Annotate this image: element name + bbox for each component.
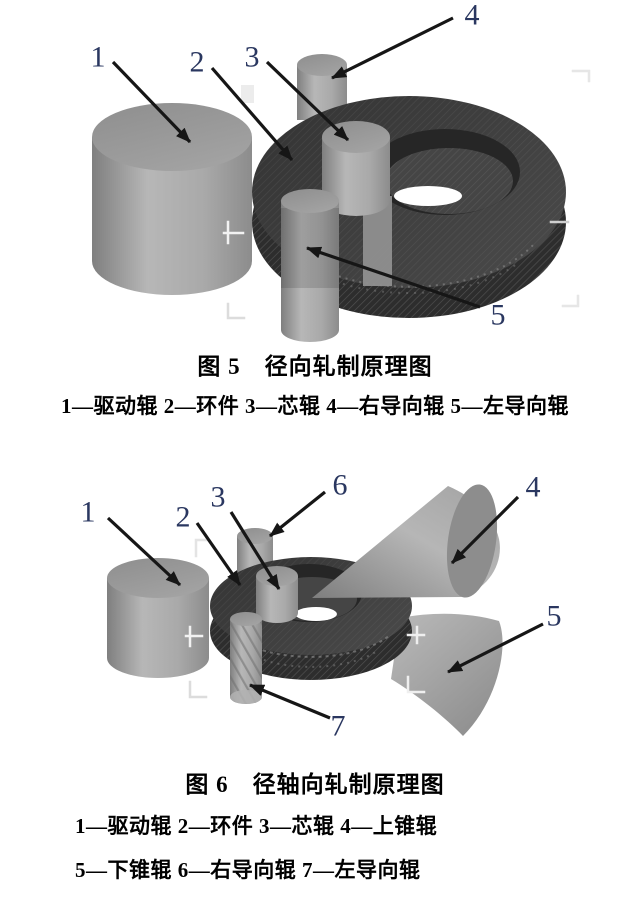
callout-arrow-1 [111, 60, 192, 144]
figure5-legend: 1—驱动辊 2—环件 3—芯辊 4—右导向辊 5—左导向辊 [61, 394, 569, 418]
ring-texture-arc [299, 262, 519, 295]
drive-roller [92, 103, 252, 295]
callout-label-4: 4 [526, 471, 541, 504]
ring-texture-arc [284, 244, 534, 288]
ring-bore-hole [394, 186, 462, 206]
lower-cone-roller [391, 613, 503, 736]
registration-mark [571, 69, 591, 83]
callout-label-2: 2 [176, 501, 191, 534]
left-guide-roller [281, 189, 339, 342]
registration-mark [188, 680, 208, 699]
registration-mark [561, 294, 580, 308]
callout-label-7: 7 [331, 710, 346, 743]
figure6-illustration: 1 2 3 4 5 6 7 [81, 469, 562, 743]
callout-arrow-7 [249, 683, 331, 720]
callout-arrow-5 [306, 246, 481, 309]
callout-arrow-5 [447, 622, 544, 674]
callout-label-5: 5 [491, 299, 506, 332]
left-guide-roller-bottom-face [230, 690, 262, 704]
drive-roller [107, 558, 209, 678]
registration-mark [184, 625, 204, 648]
registration-mark [406, 625, 426, 645]
callout-arrow-3 [265, 60, 350, 142]
callout-arrow-3 [229, 511, 281, 590]
callout-label-3: 3 [211, 481, 226, 514]
core-roller [256, 566, 298, 623]
registration-mark [222, 220, 245, 245]
ring-bore-hole [295, 607, 337, 621]
callout-label-2: 2 [190, 46, 205, 79]
registration-mark [406, 675, 426, 694]
left-guide-roller [230, 612, 262, 704]
ring-texture-arc [231, 634, 391, 658]
callout-label-3: 3 [245, 41, 260, 74]
callout-arrow-6 [269, 490, 326, 538]
callout-label-4: 4 [465, 0, 480, 32]
figure6-caption: 图 6 径轴向轧制原理图 [185, 772, 445, 797]
figure5-illustration: 1 2 3 4 5 [91, 0, 591, 342]
callout-arrow-4 [450, 495, 520, 565]
callout-label-5: 5 [547, 600, 562, 633]
callout-label-1: 1 [81, 496, 96, 529]
registration-mark [194, 538, 209, 558]
figure6-legend-line1: 1—驱动辊 2—环件 3—芯辊 4—上锥辊 [75, 814, 438, 838]
callout-arrow-4 [331, 16, 454, 80]
core-roller [322, 121, 392, 286]
callout-label-1: 1 [91, 41, 106, 74]
callout-label-6: 6 [333, 469, 348, 502]
registration-mark [226, 302, 246, 320]
figure6-legend-line2: 5—下锥辊 6—右导向辊 7—左导向辊 [75, 858, 421, 882]
callout-arrow-1 [106, 516, 182, 587]
callout-arrow-2 [210, 66, 294, 162]
registration-mark [241, 85, 254, 103]
callout-arrow-2 [195, 522, 242, 586]
figure5-caption: 图 5 径向轧制原理图 [197, 354, 433, 379]
